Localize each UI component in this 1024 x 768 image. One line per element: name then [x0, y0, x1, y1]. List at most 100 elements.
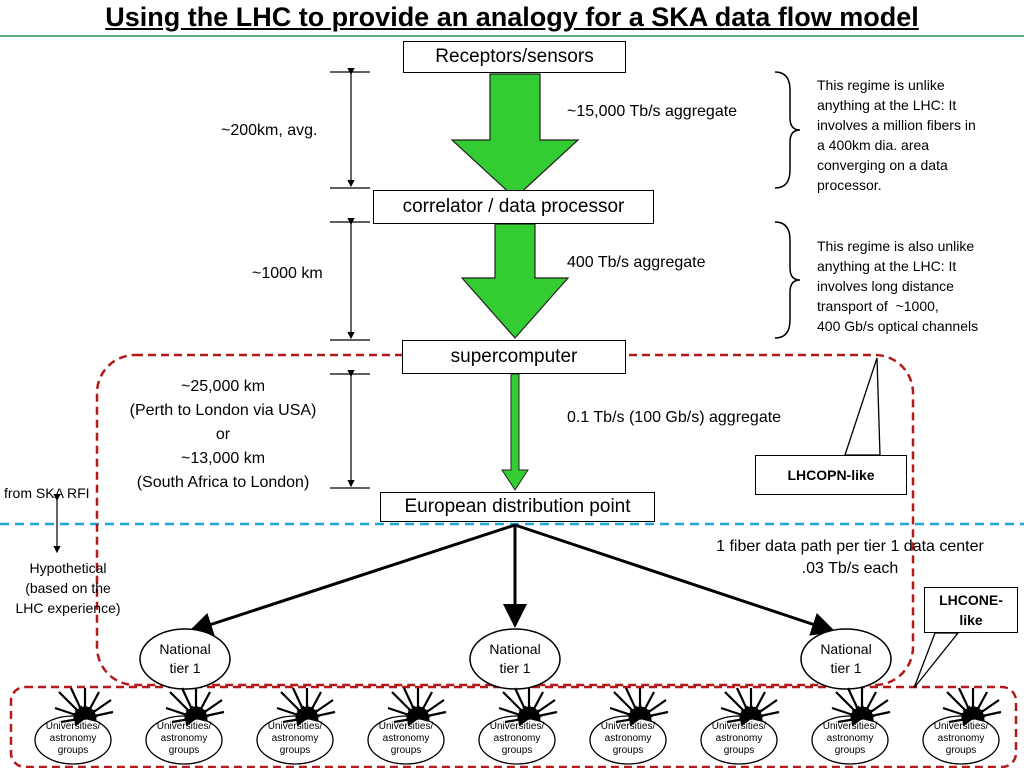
hypothetical-line-3: LHC experience)	[15, 600, 121, 616]
brace-1	[774, 71, 801, 189]
distance-3-line-1: ~25,000 km	[180, 378, 266, 395]
rate-label-2: 400 Tb/s aggregate	[567, 254, 706, 271]
rate-4-line-1: 1 fiber data path per tier 1 data center	[716, 538, 984, 555]
university-group-line: groups	[168, 745, 200, 756]
distance-3-line-4: ~13,000 km	[180, 450, 266, 467]
distance-bracket-1	[330, 68, 370, 189]
rate-label-1: ~15,000 Tb/s aggregate	[567, 103, 738, 120]
university-group-line: Universities/	[489, 721, 545, 732]
tier1-center-line-1: National	[489, 641, 541, 657]
university-group-line: Universities/	[822, 721, 878, 732]
university-group-line: groups	[279, 745, 311, 756]
university-group-line: astronomy	[604, 733, 652, 744]
lhcopn-callout: LHCOPN-like	[755, 455, 907, 495]
tier1-left-line-1: National	[159, 641, 211, 657]
inbound-links-icon	[387, 687, 447, 727]
university-group-line: Universities/	[933, 721, 989, 732]
university-group-line: groups	[834, 745, 866, 756]
distance-3-line-5: (South Africa to London)	[136, 474, 310, 491]
hypothetical-line-2: (based on the	[25, 580, 111, 596]
university-group-line: Universities/	[45, 721, 101, 732]
supercomputer-box: supercomputer	[402, 340, 626, 374]
university-group-line: groups	[390, 745, 422, 756]
university-groups-graphics	[34, 687, 1002, 765]
university-group-line: Universities/	[156, 721, 212, 732]
distance-bracket-3	[330, 370, 370, 489]
tier1-ellipse-left	[139, 628, 231, 690]
university-group-line: astronomy	[49, 733, 97, 744]
tier1-ellipse-right	[800, 628, 892, 690]
distribution-arrow-left	[188, 523, 516, 636]
lhcopn-pointer	[844, 357, 881, 456]
european-distribution-box: European distribution point	[380, 492, 655, 522]
inbound-links-icon	[831, 687, 891, 727]
brace-2	[774, 221, 801, 339]
inbound-links-icon	[54, 687, 114, 727]
rate-4-line-2: .03 Tb/s each	[801, 560, 899, 577]
university-group-line: astronomy	[160, 733, 208, 744]
inbound-links-icon	[609, 687, 669, 727]
flow-arrow-2	[460, 223, 570, 339]
tier1-right: National tier 1	[801, 640, 891, 678]
distance-bracket-2	[330, 218, 370, 341]
receptors-box: Receptors/sensors	[403, 41, 626, 73]
rate-label-4: 1 fiber data path per tier 1 data center…	[680, 536, 1020, 580]
tier1-center-line-2: tier 1	[499, 660, 531, 676]
university-group-line: astronomy	[271, 733, 319, 744]
flow-arrow-1	[450, 73, 580, 199]
university-group-line: Universities/	[267, 721, 323, 732]
university-group-line: groups	[57, 745, 89, 756]
inbound-links-icon	[720, 687, 780, 727]
flow-arrow-3	[501, 373, 529, 491]
university-group-line: groups	[723, 745, 755, 756]
tier1-left-line-2: tier 1	[169, 660, 201, 676]
university-group-line: groups	[501, 745, 533, 756]
lhcone-line-1: LHCONE-	[939, 592, 1003, 608]
correlator-box: correlator / data processor	[373, 190, 654, 224]
distribution-arrow-right	[514, 523, 836, 636]
distance-3-line-2: (Perth to London via USA)	[129, 402, 317, 419]
distance-label-2: ~1000 km	[252, 265, 323, 282]
distance-label-1: ~200km, avg.	[221, 122, 318, 139]
university-group-line: groups	[945, 745, 977, 756]
tier1-left: National tier 1	[140, 640, 230, 678]
from-ska-label: from SKA RFI	[4, 485, 90, 501]
university-group-line: Universities/	[378, 721, 434, 732]
note-2: This regime is also unlike anything at t…	[817, 238, 979, 334]
inbound-links-icon	[276, 687, 336, 727]
university-group-line: groups	[612, 745, 644, 756]
university-group-line: Universities/	[600, 721, 656, 732]
university-group-line: astronomy	[715, 733, 763, 744]
tier1-right-line-1: National	[820, 641, 872, 657]
university-group-line: astronomy	[826, 733, 874, 744]
distance-3-line-3: or	[215, 426, 231, 443]
page-title: Using the LHC to provide an analogy for …	[105, 2, 919, 32]
tier1-center: National tier 1	[470, 640, 560, 678]
hypothetical-line-1: Hypothetical	[29, 560, 107, 576]
university-group-line: astronomy	[937, 733, 985, 744]
rate-label-3: 0.1 Tb/s (100 Gb/s) aggregate	[567, 409, 782, 426]
tier1-right-line-2: tier 1	[830, 660, 862, 676]
university-group-line: astronomy	[382, 733, 430, 744]
inbound-links-icon	[942, 687, 1002, 727]
university-group-line: Universities/	[711, 721, 767, 732]
inbound-links-icon	[498, 687, 558, 727]
distance-label-3: ~25,000 km (Perth to London via USA) or …	[102, 375, 344, 495]
lhcone-line-2: like	[959, 612, 983, 628]
university-group-line: astronomy	[493, 733, 541, 744]
inbound-links-icon	[165, 687, 225, 727]
lhcone-callout: LHCONE- like	[924, 587, 1018, 633]
lhcone-pointer	[913, 632, 960, 689]
hypothetical-label: Hypothetical (based on the LHC experienc…	[0, 558, 136, 618]
